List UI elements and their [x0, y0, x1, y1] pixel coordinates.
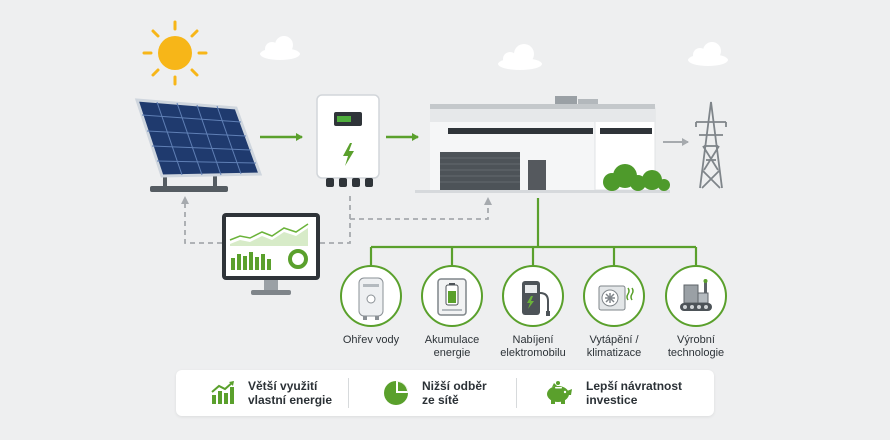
consumer-label-heat-pump: Vytápění / klimatizace	[559, 334, 669, 360]
benefit-line: Nižší odběr	[422, 379, 487, 393]
benefit-text: Lepší návratnost investice	[586, 379, 682, 407]
benefit-line: ze sítě	[422, 393, 459, 407]
benefit-line: investice	[586, 393, 638, 407]
ev-charger-icon	[522, 281, 550, 316]
benefit-better-return: Lepší návratnost investice	[544, 370, 682, 416]
label-line: Výrobní	[677, 334, 715, 346]
consumer-ev-charger	[502, 265, 564, 327]
consumer-label-machinery: Výrobní technologie	[641, 334, 751, 360]
consumer-water-heater	[340, 265, 402, 327]
label-line: Akumulace	[424, 334, 480, 346]
consumer-battery-storage	[421, 265, 483, 327]
benefit-self-consumption: Větší využití vlastní energie	[210, 370, 332, 416]
power-tower-icon	[695, 101, 727, 189]
divider	[348, 378, 349, 408]
label-line: Nabíjení	[512, 334, 554, 346]
consumer-label-battery-storage: Akumulace energie	[397, 334, 507, 360]
label-line: klimatizace	[586, 347, 642, 359]
divider	[516, 378, 517, 408]
label-line: Vytápění /	[589, 334, 639, 346]
consumer-heat-pump	[583, 265, 645, 327]
solar-panel-icon	[134, 98, 263, 192]
benefit-lower-grid-draw: Nižší odběr ze sítě	[382, 370, 487, 416]
consumer-label-ev-charger: Nabíjení elektromobilu	[478, 334, 588, 360]
piggy-bank-icon	[547, 381, 572, 404]
benefit-text: Nižší odběr ze sítě	[422, 379, 487, 407]
benefit-line: vlastní energie	[248, 393, 333, 407]
consumer-machinery	[665, 265, 727, 327]
cloud-icon	[498, 44, 542, 70]
battery-storage-icon	[437, 278, 467, 316]
label-line: energie	[433, 347, 471, 359]
monitoring-monitor-icon	[222, 213, 320, 295]
inverter-icon	[316, 94, 380, 187]
data-link-lines	[184, 196, 489, 244]
cloud-icon	[260, 36, 300, 60]
label-line: technologie	[667, 347, 725, 359]
factory-building-icon	[415, 96, 670, 193]
cloud-icon	[688, 42, 728, 66]
pie-chart-icon	[384, 381, 408, 405]
consumer-label-water-heater: Ohřev vody	[316, 334, 426, 347]
sun-icon	[142, 20, 208, 86]
label-line: elektromobilu	[500, 347, 566, 359]
heat-pump-icon	[598, 285, 634, 311]
distribution-lines	[369, 198, 698, 265]
growth-chart-icon	[211, 381, 234, 404]
water-heater-icon	[358, 277, 384, 320]
label-line: Ohřev vody	[342, 334, 400, 346]
benefit-text: Větší využití vlastní energie	[248, 379, 332, 407]
benefit-line: Lepší návratnost	[586, 379, 683, 393]
benefit-line: Větší využití	[248, 379, 318, 393]
machinery-icon	[680, 279, 712, 311]
benefits-bar: Větší využití vlastní energie Nižší odbě…	[176, 370, 714, 416]
